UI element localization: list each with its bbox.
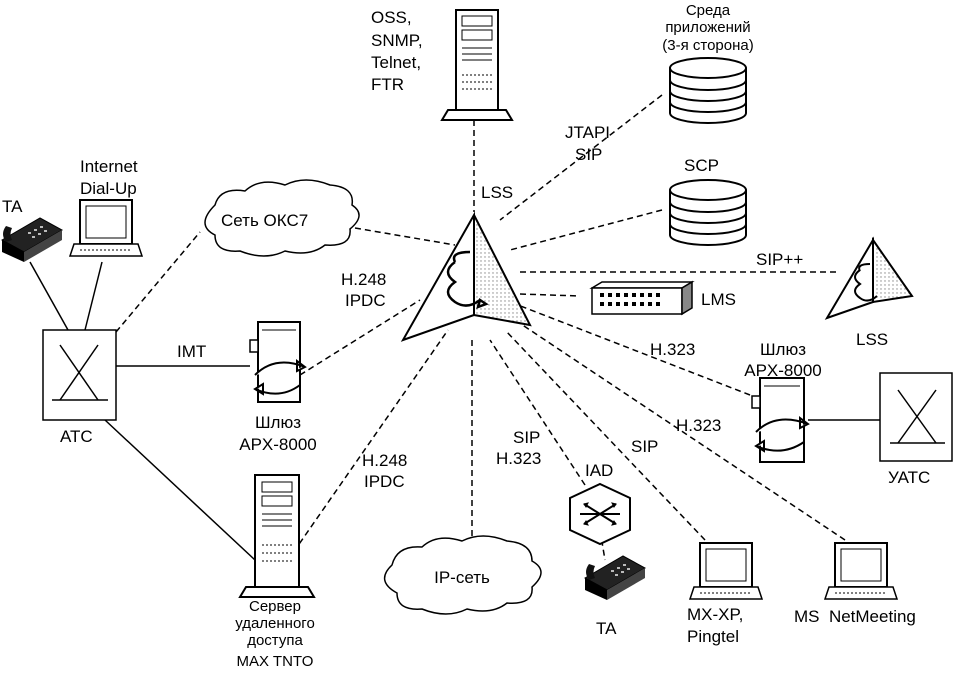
sip-h323-label-2: H.323 bbox=[496, 449, 541, 468]
app-env-label-3: (3-я сторона) bbox=[662, 37, 753, 54]
atc-label: АТС bbox=[60, 427, 93, 446]
link-mx-lss bbox=[504, 329, 706, 541]
gateway-right-icon bbox=[751, 377, 810, 463]
gw-left-label-1: Шлюз bbox=[255, 413, 301, 432]
app-env-database-icon bbox=[669, 57, 747, 124]
link-h248b-lss bbox=[287, 329, 449, 561]
scp-database-icon bbox=[669, 179, 747, 246]
lms-label: LMS bbox=[701, 290, 736, 309]
lss-central-icon bbox=[400, 211, 532, 342]
link-gw-right-lss bbox=[517, 304, 751, 396]
ms-computer-icon bbox=[823, 542, 899, 600]
server-label-1: Сервер bbox=[249, 598, 301, 615]
app-env-label-1: Среда bbox=[686, 2, 731, 19]
server-label-3: доступа bbox=[247, 632, 303, 649]
h248a-label-2: IPDC bbox=[345, 291, 386, 310]
server-label-4: MAX TNTO bbox=[237, 653, 314, 670]
uatc-label: УАТС bbox=[888, 468, 930, 487]
lss-right-label: LSS bbox=[856, 330, 888, 349]
ms-label: MS NetMeeting bbox=[794, 607, 916, 626]
jtapi-sip-label: SIP bbox=[575, 145, 602, 164]
link-atc-internet bbox=[84, 261, 103, 331]
internet-computer-icon bbox=[68, 199, 144, 257]
h323a-label: H.323 bbox=[650, 340, 695, 359]
oss-label-1: OSS, bbox=[371, 8, 412, 27]
oss-label-2: SNMP, bbox=[371, 31, 423, 50]
link-h248a-lss bbox=[299, 299, 421, 376]
scp-label: SCP bbox=[684, 156, 719, 175]
sip-h323-label-1: SIP bbox=[513, 428, 540, 447]
h248b-label-1: H.248 bbox=[362, 451, 407, 470]
lms-device-icon bbox=[589, 280, 695, 316]
link-appenv-lss bbox=[499, 94, 663, 221]
telephone-left-icon bbox=[0, 217, 64, 262]
h248b-label-2: IPDC bbox=[364, 472, 405, 491]
mx-computer-icon bbox=[688, 542, 764, 600]
iad-device-icon bbox=[569, 482, 631, 546]
gw-right-label-1: Шлюз bbox=[760, 340, 806, 359]
server-label-2: удаленного bbox=[235, 615, 315, 632]
uatc-switch-icon bbox=[879, 372, 953, 462]
mx-label-1: MX-XP, bbox=[687, 605, 743, 624]
h248a-label-1: H.248 bbox=[341, 270, 386, 289]
atc-switch-icon bbox=[42, 329, 117, 421]
telephone-bottom-icon bbox=[583, 555, 647, 600]
imt-label: IMT bbox=[177, 342, 206, 361]
lss-right-icon bbox=[824, 236, 914, 320]
internet-label-1: Internet bbox=[80, 157, 138, 176]
gw-right-label-2: APX-8000 bbox=[744, 361, 822, 380]
sip-label: SIP bbox=[631, 437, 658, 456]
link-atc-oks7 bbox=[115, 231, 201, 333]
sip-pp-label: SIP++ bbox=[756, 250, 803, 269]
oss-label-4: FTR bbox=[371, 75, 404, 94]
ip-net-label: IP-сеть bbox=[434, 568, 490, 587]
link-scp-lss bbox=[509, 209, 663, 251]
link-oks7-lss bbox=[354, 227, 456, 246]
jtapi-label: JTAPI bbox=[565, 123, 610, 142]
link-atc-ta bbox=[29, 261, 69, 331]
ip-cloud-icon bbox=[383, 535, 542, 615]
labels: OSS, SNMP, Telnet, FTR Среда приложений … bbox=[2, 2, 930, 670]
ta-bottom-label: TA bbox=[596, 619, 617, 638]
internet-label-2: Dial-Up bbox=[80, 179, 137, 198]
oks7-label: Сеть ОКС7 bbox=[221, 211, 308, 230]
iad-label: IAD bbox=[585, 461, 613, 480]
oss-server-icon bbox=[440, 9, 514, 121]
oks7-cloud-icon bbox=[204, 179, 360, 257]
app-env-label-2: приложений bbox=[665, 19, 750, 36]
lss-top-label: LSS bbox=[481, 183, 513, 202]
connections bbox=[29, 94, 880, 561]
link-iad-lss bbox=[489, 339, 586, 486]
oss-label-3: Telnet, bbox=[371, 53, 421, 72]
link-atc-server bbox=[104, 419, 256, 561]
gateway-left-icon bbox=[249, 321, 307, 403]
ta-left-label: TA bbox=[2, 197, 23, 216]
remote-access-server-icon bbox=[238, 474, 316, 598]
gw-left-label-2: APX-8000 bbox=[239, 435, 317, 454]
link-lms-lss bbox=[519, 293, 581, 297]
link-ms-lss bbox=[511, 317, 846, 541]
mx-label-2: Pingtel bbox=[687, 627, 739, 646]
h323b-label: H.323 bbox=[676, 416, 721, 435]
